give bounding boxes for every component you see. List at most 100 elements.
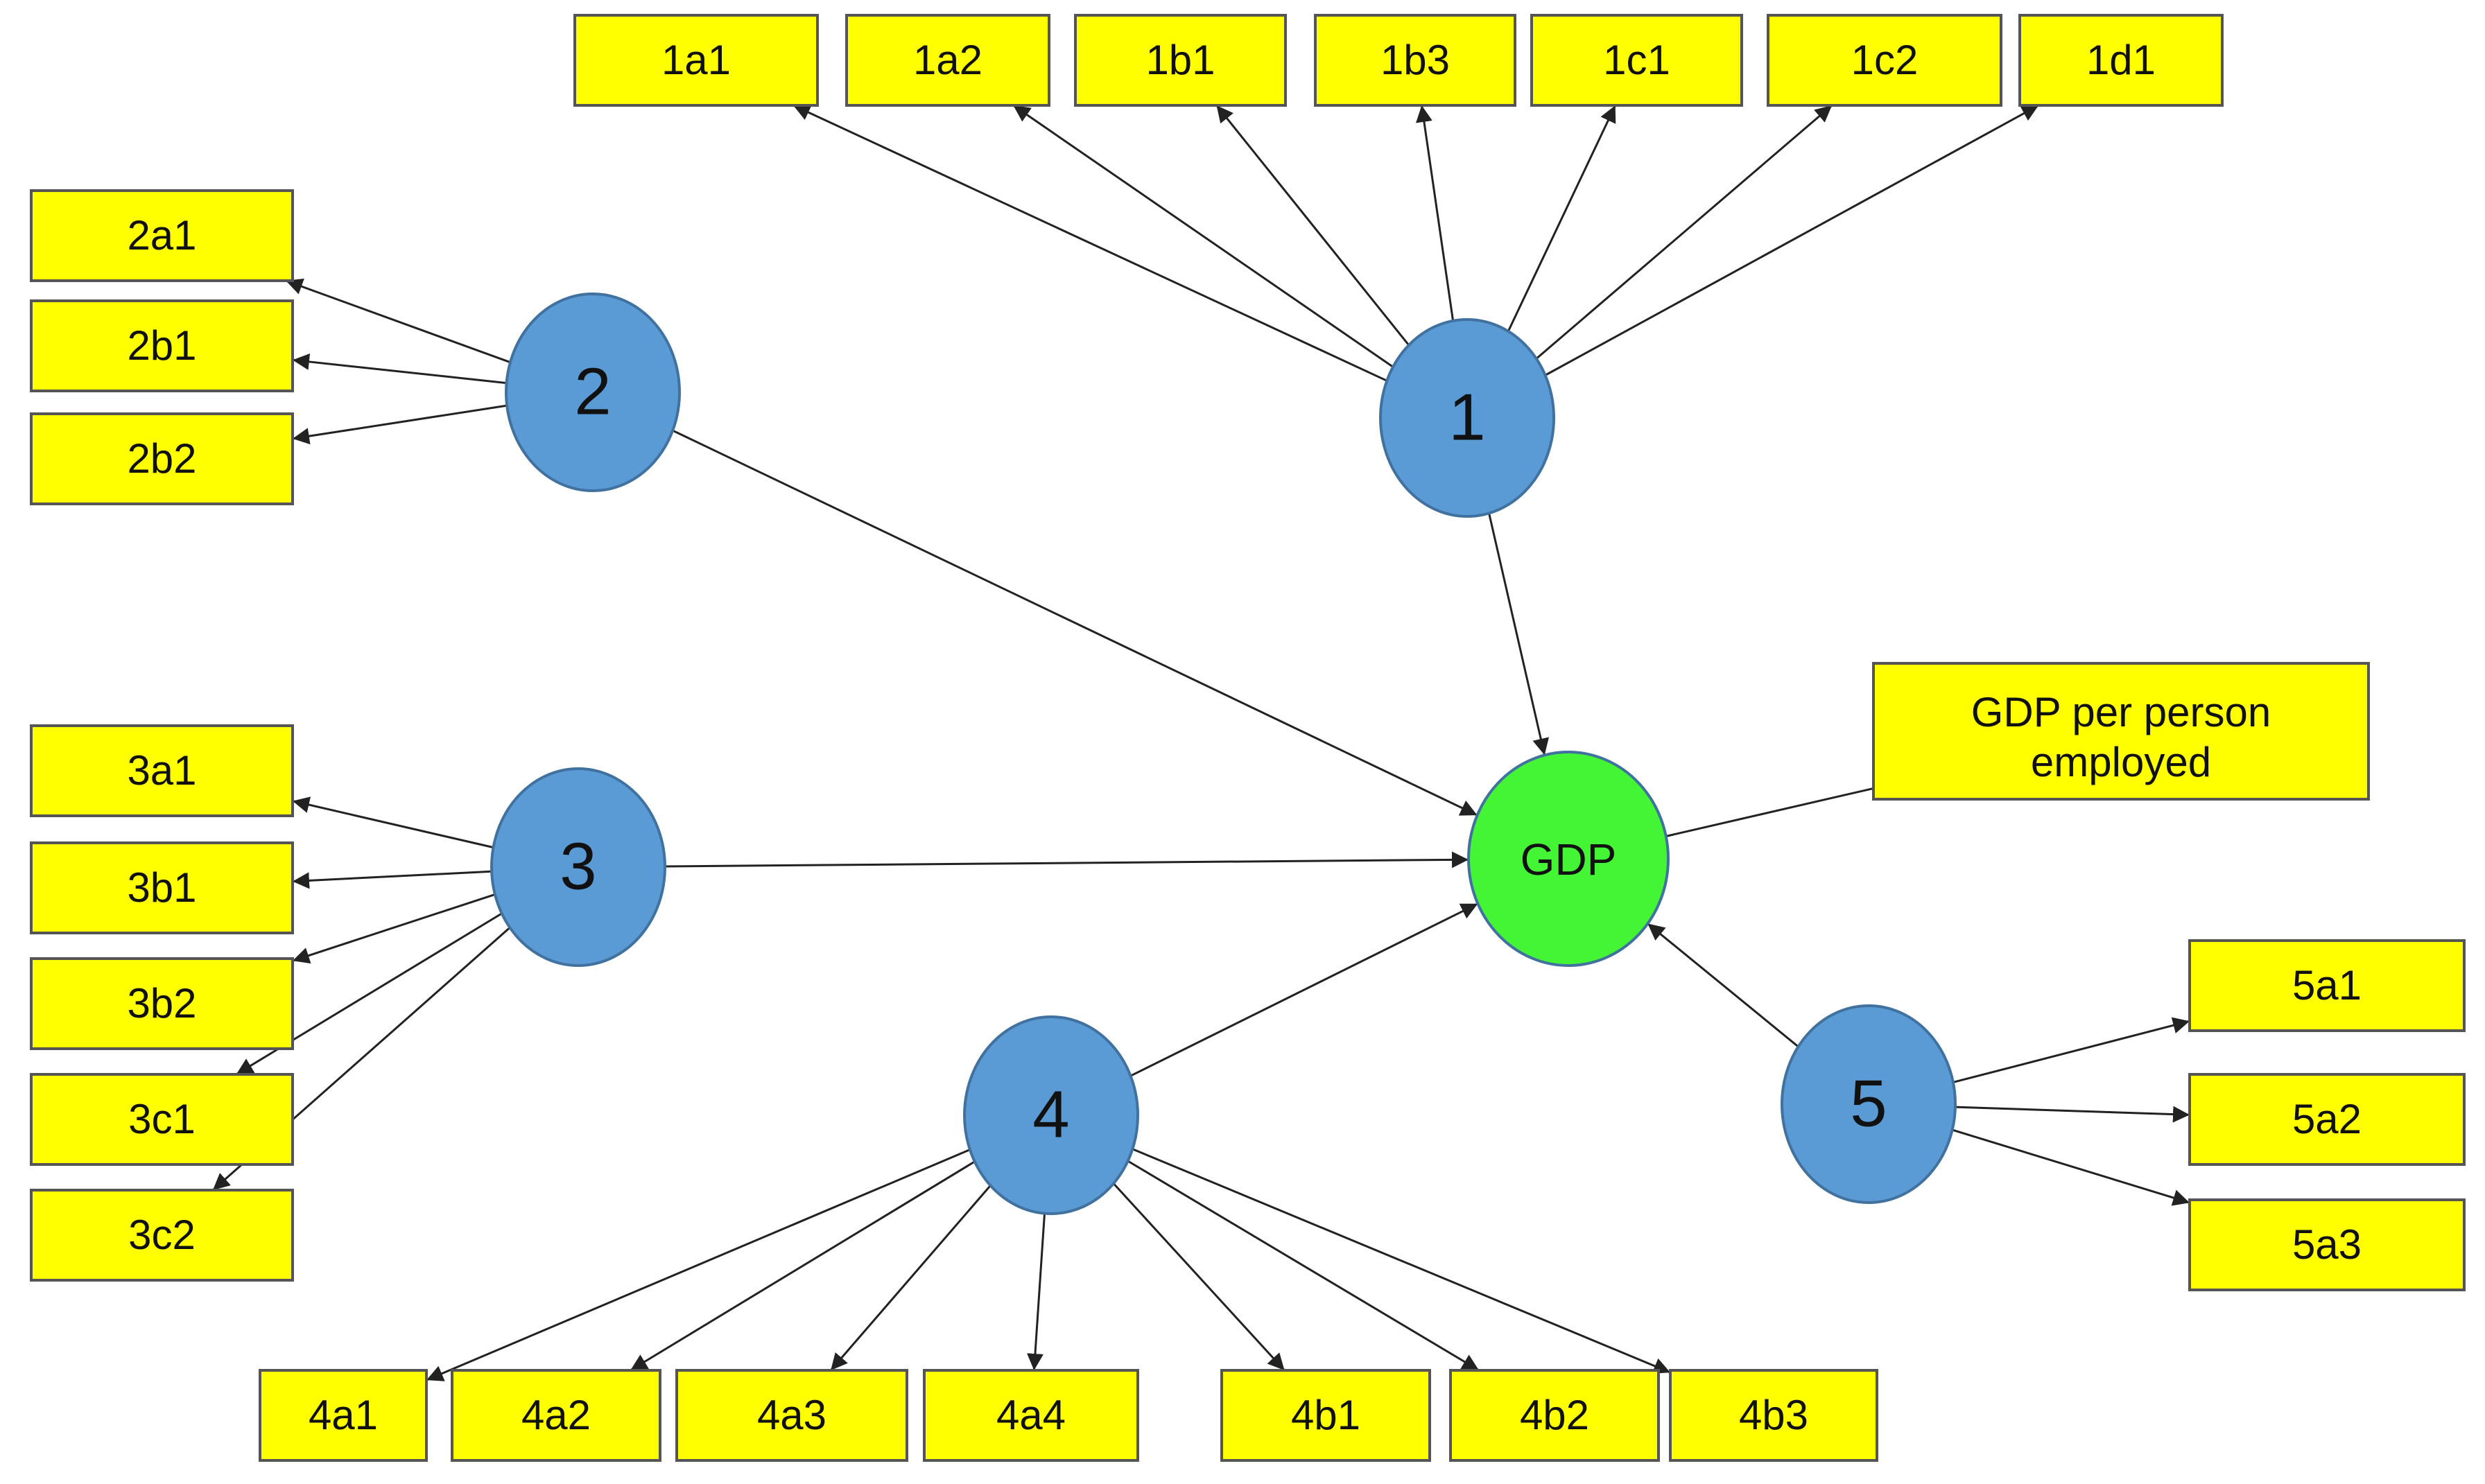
factor-node-4: 4: [963, 1015, 1139, 1215]
indicator-box: [2188, 939, 2466, 1032]
indicator-2b2: 2b2: [30, 412, 294, 505]
indicator-box: [2188, 1073, 2466, 1166]
indicator-4a2: 4a2: [451, 1369, 661, 1462]
edge-3-to-3b1: [292, 870, 492, 889]
factor-nodes-layer: 1 2 3 4 5 GDP: [490, 293, 1957, 1215]
edge-2-to-2b1: [292, 353, 507, 385]
indicator-box: [1220, 1369, 1431, 1462]
indicator-4a1: 4a1: [259, 1369, 428, 1462]
indicator-label: 3b1: [127, 864, 196, 911]
indicator-label: 3b2: [127, 980, 196, 1027]
indicator-label: 4a4: [996, 1392, 1066, 1438]
factor-node-2: 2: [505, 293, 681, 492]
edge-2-to-2a1: [285, 278, 511, 364]
indicator-box: [30, 299, 294, 392]
indicator-label: 1c2: [1851, 37, 1919, 83]
indicator-box: [259, 1369, 428, 1462]
indicator-1d1: 1d1: [2018, 14, 2224, 107]
outcome-indicator-line2: employed: [2031, 739, 2211, 785]
indicator-box: [1449, 1369, 1660, 1462]
indicator-2a1: 2a1: [30, 189, 294, 282]
edge-4-to-4a1: [426, 1149, 971, 1381]
indicator-label: 2a1: [127, 212, 196, 259]
factor-label: 3: [560, 829, 596, 903]
indicator-box: [30, 841, 294, 934]
factor-ellipse: [505, 293, 681, 492]
indicator-label: 2b2: [127, 435, 196, 482]
indicator-box: [30, 1073, 294, 1166]
indicator-label: 5a3: [2292, 1221, 2362, 1268]
edge-4-to-4b1: [1112, 1182, 1285, 1372]
indicator-label: 4b1: [1291, 1392, 1360, 1438]
outcome-indicator-line1: GDP per person: [1971, 689, 2271, 735]
edge-3-to-GDP: [664, 851, 1469, 868]
edge-1-to-1a2: [1012, 104, 1394, 368]
outcome-ellipse: [1467, 751, 1670, 967]
edge-1-to-1c2: [1535, 104, 1833, 360]
indicator-label: 4a3: [757, 1392, 826, 1438]
indicator-label: 1a2: [913, 37, 982, 83]
indicator-label: 3c2: [128, 1212, 196, 1258]
outcome-indicator: GDP per person employed: [1872, 662, 2370, 801]
factor-node-3: 3: [490, 767, 666, 967]
outcome-node-gdp: GDP: [1467, 751, 1670, 967]
edge-1-to-1a1: [793, 104, 1387, 382]
factor-node-5: 5: [1781, 1004, 1957, 1204]
outcome-label: GDP: [1521, 835, 1617, 884]
edge-1-to-1c1: [1507, 105, 1617, 332]
edge-5-to-5a1: [1952, 1017, 2190, 1083]
indicator-label: 5a2: [2292, 1096, 2362, 1142]
indicator-box: [1767, 14, 2002, 107]
indicator-box: [30, 957, 294, 1050]
indicator-3b2: 3b2: [30, 957, 294, 1050]
indicator-box: [30, 412, 294, 505]
indicator-label: 4a1: [309, 1392, 378, 1438]
indicator-label: 1c1: [1603, 37, 1670, 83]
edge-GDP-to-gdp-pp: [1665, 787, 1874, 837]
indicator-1c1: 1c1: [1530, 14, 1743, 107]
indicator-5a3: 5a3: [2188, 1198, 2466, 1291]
factor-label: 5: [1850, 1066, 1887, 1140]
indicator-1b3: 1b3: [1314, 14, 1516, 107]
edge-4-to-4a2: [630, 1160, 976, 1372]
edge-1-to-1b1: [1215, 105, 1410, 346]
indicator-box: [675, 1369, 908, 1462]
indicator-label: 4b3: [1739, 1392, 1808, 1438]
indicator-label: 1b1: [1145, 37, 1215, 83]
indicator-label: 3c1: [128, 1096, 196, 1142]
indicator-label: 3a1: [127, 747, 196, 794]
edge-5-to-GDP: [1647, 923, 1799, 1048]
indicator-box: [1669, 1369, 1878, 1462]
indicator-3b1: 3b1: [30, 841, 294, 934]
indicator-box: [845, 14, 1050, 107]
factor-label: 4: [1032, 1077, 1069, 1151]
edge-2-to-2b2: [292, 404, 508, 445]
indicator-box: [30, 1189, 294, 1282]
indicator-box: [1074, 14, 1287, 107]
indicator-1b1: 1b1: [1074, 14, 1287, 107]
indicator-4b3: 4b3: [1669, 1369, 1878, 1462]
factor-node-1: 1: [1379, 318, 1555, 518]
indicator-label: 1b3: [1380, 37, 1450, 83]
indicator-label: 5a1: [2292, 962, 2362, 1009]
edge-1-to-GDP: [1488, 513, 1549, 756]
indicator-box: [573, 14, 819, 107]
indicator-box: [30, 189, 294, 282]
indicator-3c1: 3c1: [30, 1073, 294, 1166]
indicator-5a2: 5a2: [2188, 1073, 2466, 1166]
indicator-box: [1314, 14, 1516, 107]
edge-4-to-GDP: [1129, 902, 1479, 1077]
factor-ellipse: [1781, 1004, 1957, 1204]
edge-4-to-4b3: [1132, 1148, 1671, 1374]
indicator-box: [1530, 14, 1743, 107]
indicator-box: [2018, 14, 2224, 107]
factor-ellipse: [1379, 318, 1555, 518]
factor-label: 1: [1448, 380, 1485, 454]
indicator-1c2: 1c2: [1767, 14, 2002, 107]
outcome-indicator-box: [1872, 662, 2370, 801]
edge-1-to-1b3: [1416, 105, 1455, 322]
indicator-4a4: 4a4: [923, 1369, 1139, 1462]
factor-ellipse: [963, 1015, 1139, 1215]
indicator-box: [2188, 1198, 2466, 1291]
